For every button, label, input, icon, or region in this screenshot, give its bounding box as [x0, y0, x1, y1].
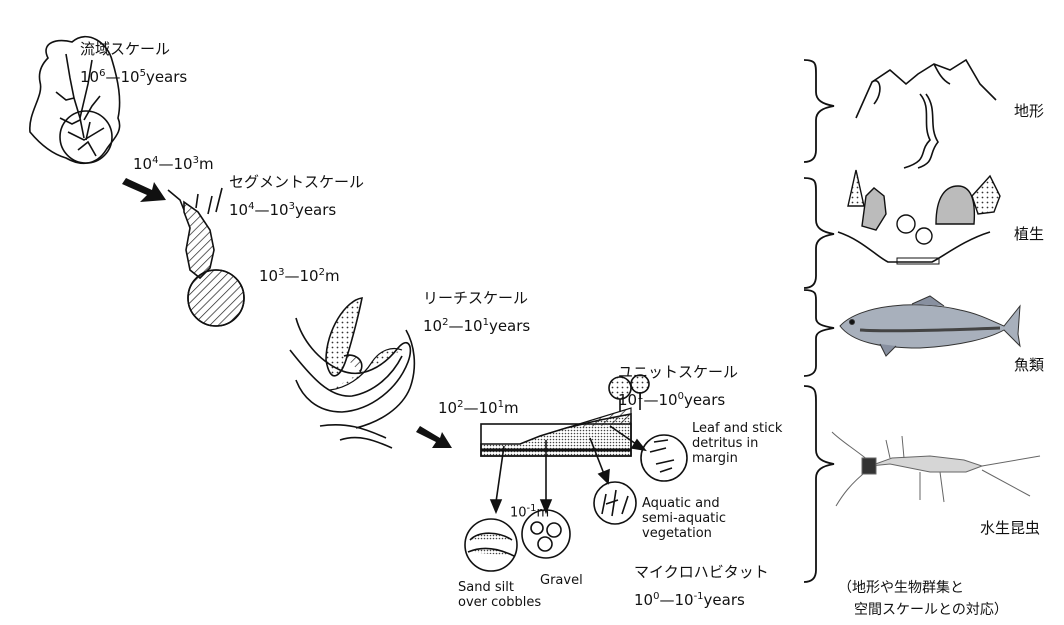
- unit-scale-time: 101—100years: [618, 386, 725, 411]
- vegetation-sketch: [838, 170, 1000, 264]
- micro-scale-title: マイクロハビタット: [634, 562, 769, 583]
- caption-line-2: 空間スケールとの対応）: [854, 600, 1008, 620]
- group-label-aquatic-insects: 水生昆虫: [980, 518, 1040, 539]
- segment-scale-time: 104—103years: [229, 196, 336, 221]
- unit-scale-title: ユニットスケール: [618, 362, 738, 383]
- landform-sketch: [856, 60, 996, 168]
- segment-scale-title: セグメントスケール: [229, 172, 364, 193]
- fish-sketch: [840, 296, 1020, 356]
- group-label-vegetation: 植生: [1014, 224, 1044, 245]
- reach-scale-time: 102—101years: [423, 312, 530, 337]
- reach-sketch: [290, 298, 414, 448]
- micro-scale-space: 10-1m: [510, 498, 549, 523]
- unit-scale-space: 102—101m: [438, 394, 519, 419]
- reach-scale-title: リーチスケール: [423, 288, 528, 309]
- gravel-label: Gravel: [540, 573, 583, 588]
- micro-scale-time: 100—10-1years: [634, 586, 745, 611]
- insect-sketch: [832, 432, 1040, 506]
- caption-line-1: （地形や生物群集と: [838, 578, 964, 598]
- group-label-fish: 魚類: [1014, 355, 1044, 376]
- segment-scale-space: 104—103m: [133, 150, 214, 175]
- reach-scale-space: 103—102m: [259, 262, 340, 287]
- watershed-scale-title: 流域スケール: [80, 39, 170, 60]
- braces: [804, 60, 834, 582]
- group-label-landform: 地形: [1014, 101, 1044, 122]
- watershed-scale-time: 106—105years: [80, 63, 187, 88]
